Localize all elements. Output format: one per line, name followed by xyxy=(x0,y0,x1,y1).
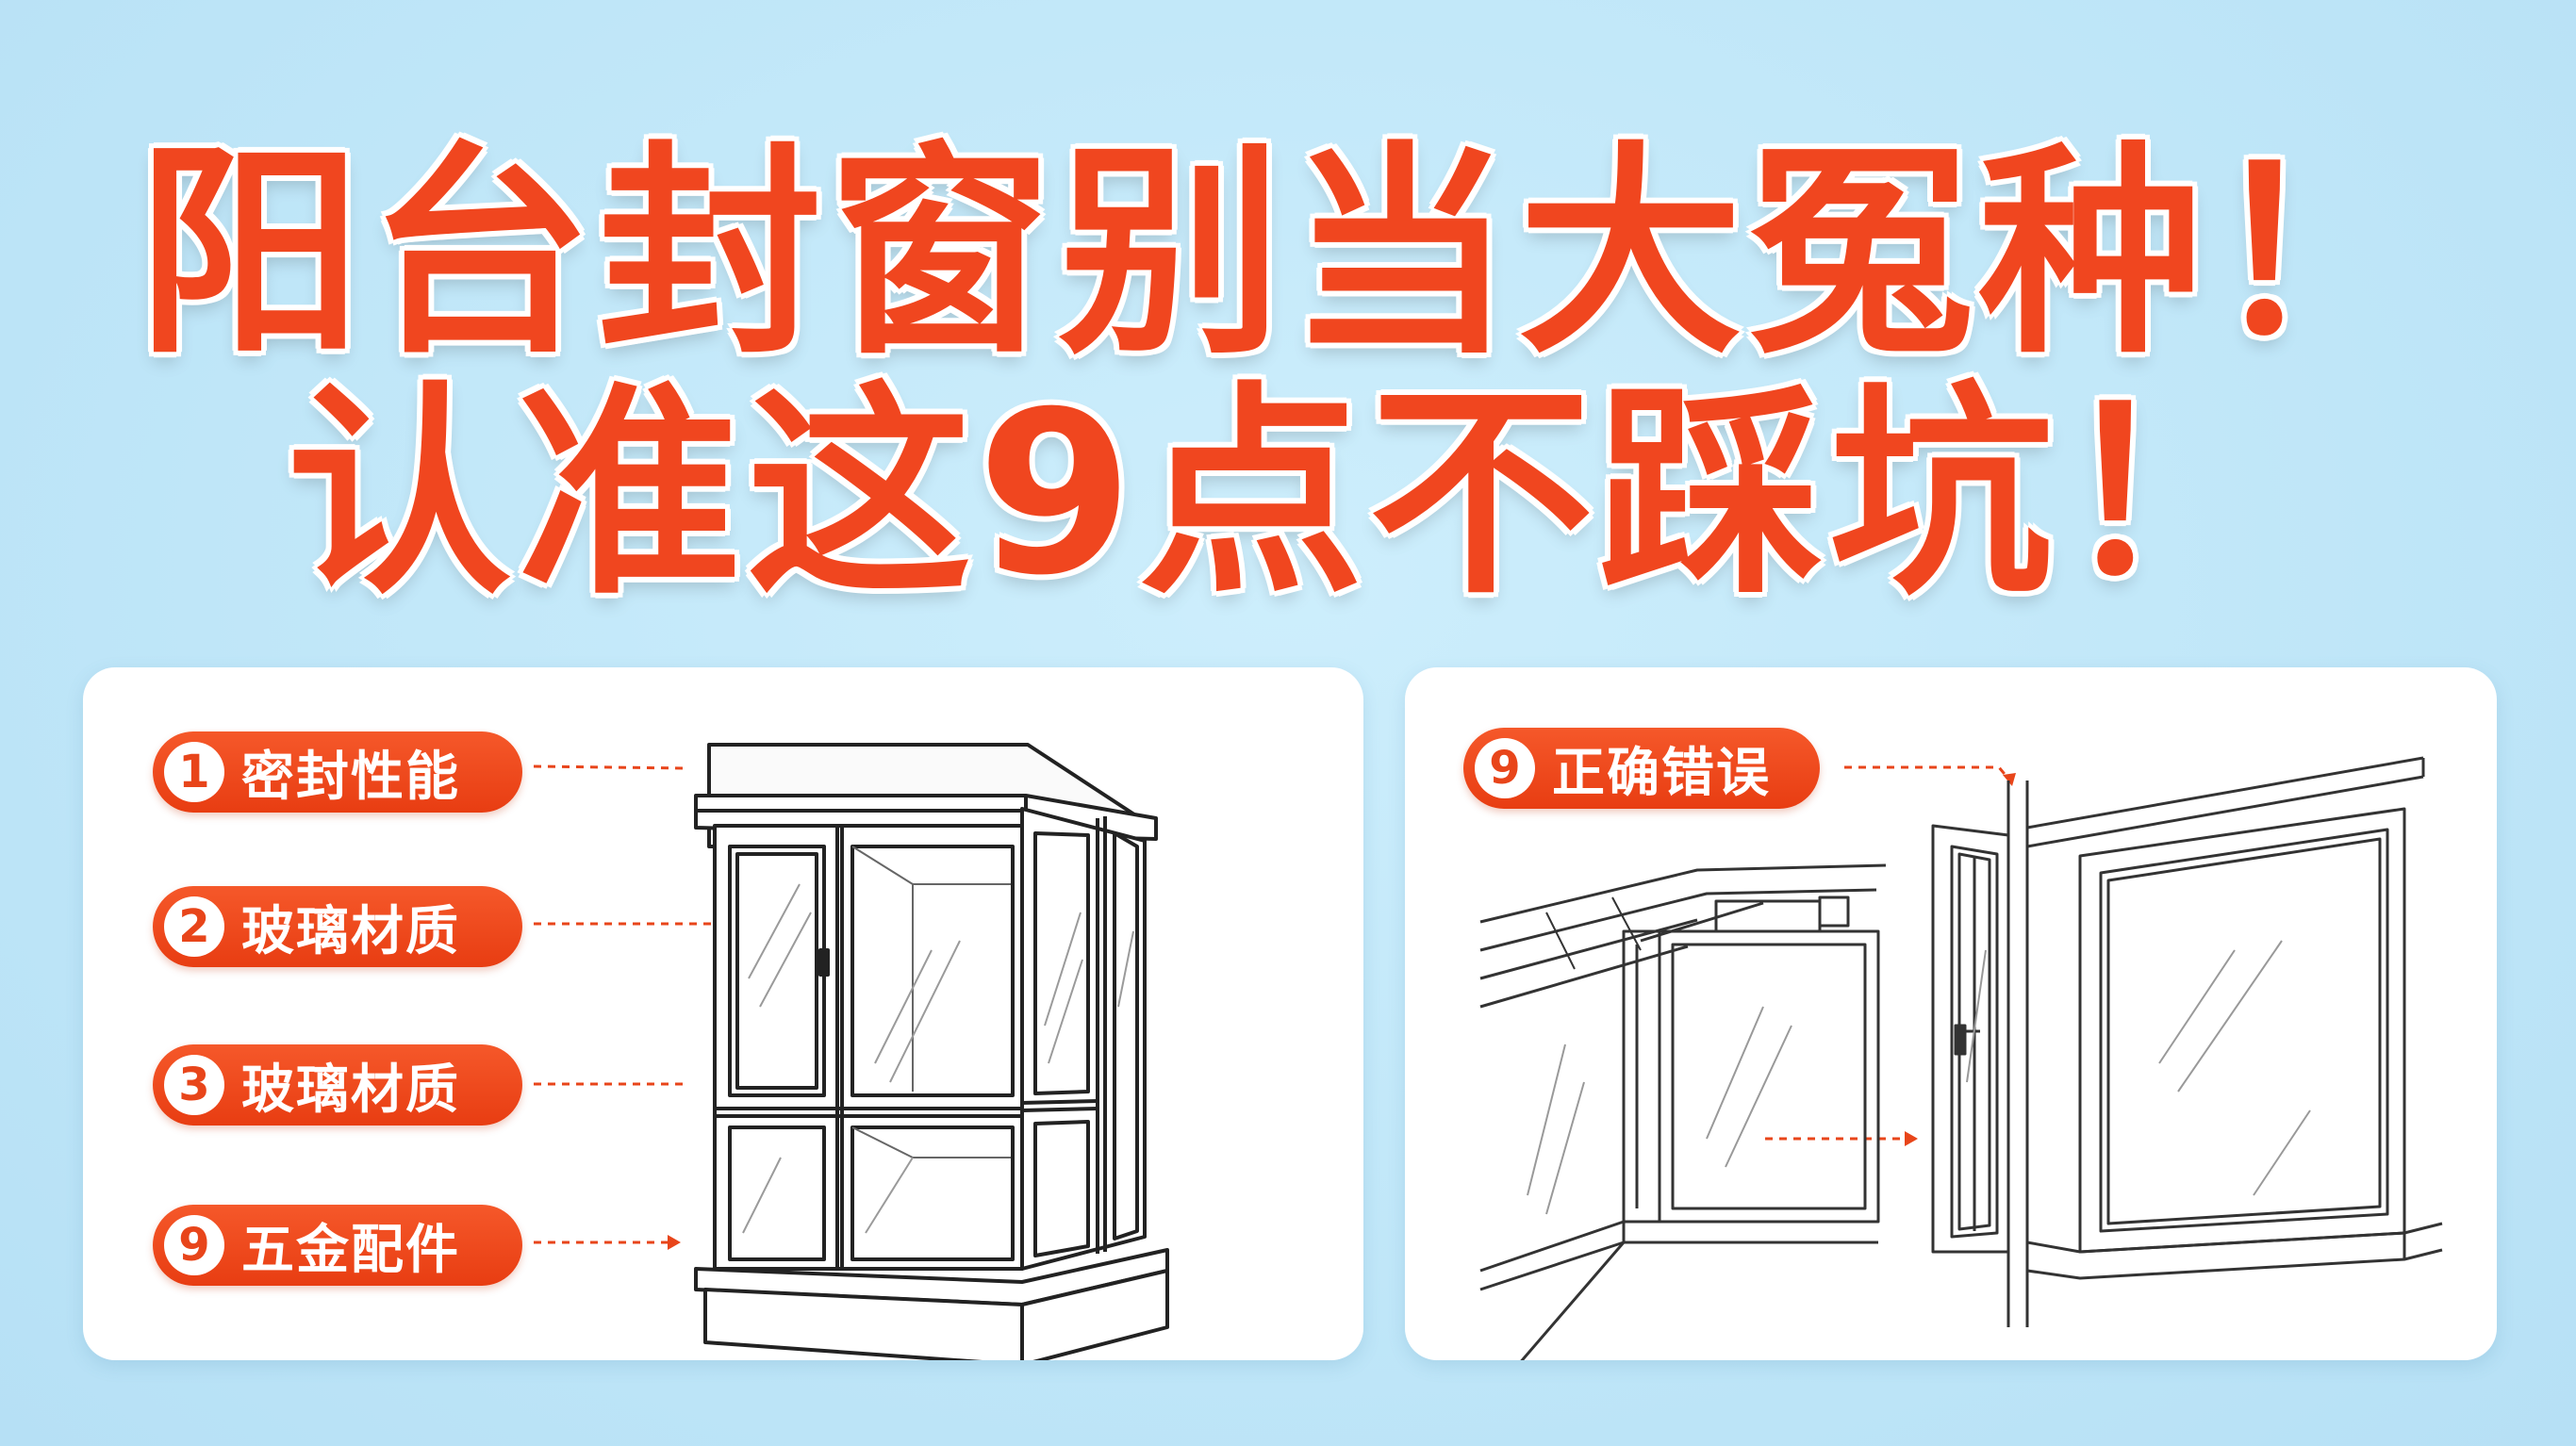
pill-number: 3 xyxy=(164,1055,224,1115)
wrong-glass-reflections xyxy=(1527,1006,1792,1215)
pill-number: 2 xyxy=(164,896,224,957)
headline-line-1: 阳台封窗别当大冤种！ xyxy=(138,123,2438,385)
pill-label: 正确错误 xyxy=(1552,742,1771,804)
pill-label: 五金配件 xyxy=(241,1219,460,1281)
feature-pill-glass-2: 3 玻璃材质 xyxy=(153,1044,522,1126)
leader-lines xyxy=(533,764,734,1244)
feature-pill-glass-1: 2 玻璃材质 xyxy=(153,886,522,967)
window-comparison-illustration xyxy=(1479,756,2443,1360)
enclosed-balcony-illustration xyxy=(533,743,1169,1360)
leader-arrowheads xyxy=(1905,773,2016,1146)
headline-line-2: 认准这9点不踩坑！ xyxy=(287,364,2289,625)
left-panel: 1 密封性能 2 玻璃材质 3 玻璃材质 9 五金配件 xyxy=(83,667,1363,1360)
pill-label: 密封性能 xyxy=(241,746,460,808)
right-panel: 9 正确错误 xyxy=(1405,667,2497,1360)
leader-lines xyxy=(1765,765,2010,1141)
sunroom-structure xyxy=(694,743,1169,1360)
correct-glass-reflections xyxy=(1966,940,2311,1196)
pill-number: 9 xyxy=(164,1215,224,1275)
feature-pill-right-wrong: 9 正确错误 xyxy=(1463,728,1820,809)
pill-label: 玻璃材质 xyxy=(241,900,460,962)
pill-number: 1 xyxy=(164,742,224,802)
correct-installation xyxy=(1931,756,2443,1327)
pill-label: 玻璃材质 xyxy=(241,1059,460,1121)
feature-pill-hardware: 9 五金配件 xyxy=(153,1205,522,1286)
glass-reflections xyxy=(742,883,1134,1234)
wrong-installation xyxy=(1479,863,1887,1360)
feature-pill-sealing: 1 密封性能 xyxy=(153,731,522,813)
pill-number: 9 xyxy=(1475,738,1535,798)
